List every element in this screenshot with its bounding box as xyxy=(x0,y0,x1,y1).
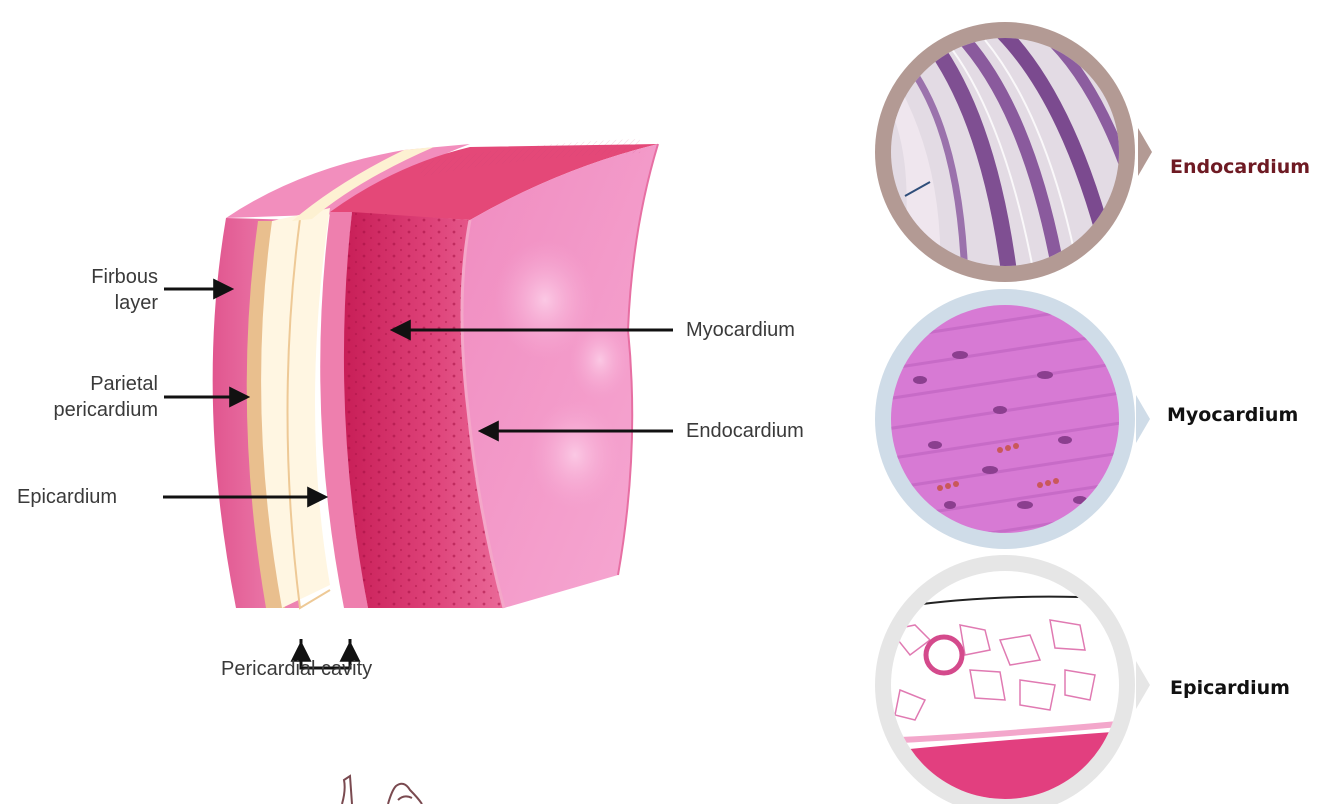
pericardial-cavity-label: Pericardial cavity xyxy=(221,656,372,682)
parietal-pericardium-label: Parietal pericardium xyxy=(0,371,158,423)
myocardium-micrograph-label: Myocardium xyxy=(1167,404,1298,426)
myocardium-label: Myocardium xyxy=(686,317,795,343)
epicardium-micrograph-label: Epicardium xyxy=(1170,677,1290,699)
fibrous-layer-label-line1: Firbous xyxy=(40,264,158,290)
heart-wall-block xyxy=(320,144,658,608)
partial-heart-illustration xyxy=(342,776,422,804)
parietal-pericardium-label-line1: Parietal xyxy=(0,371,158,397)
parietal-pericardium-label-line2: pericardium xyxy=(0,397,158,423)
epicardium-label: Epicardium xyxy=(17,484,117,510)
epicardium-micrograph: Epicardium xyxy=(875,555,1290,804)
myocardium-micrograph: Myocardium xyxy=(875,289,1298,550)
endocardium-micrograph: Endocardium xyxy=(875,22,1310,282)
endocardium-micrograph-label: Endocardium xyxy=(1170,156,1310,178)
fibrous-layer-label-line2: layer xyxy=(40,290,158,316)
fibrous-layer-label: Firbous layer xyxy=(40,264,158,316)
endocardium-label: Endocardium xyxy=(686,418,804,444)
